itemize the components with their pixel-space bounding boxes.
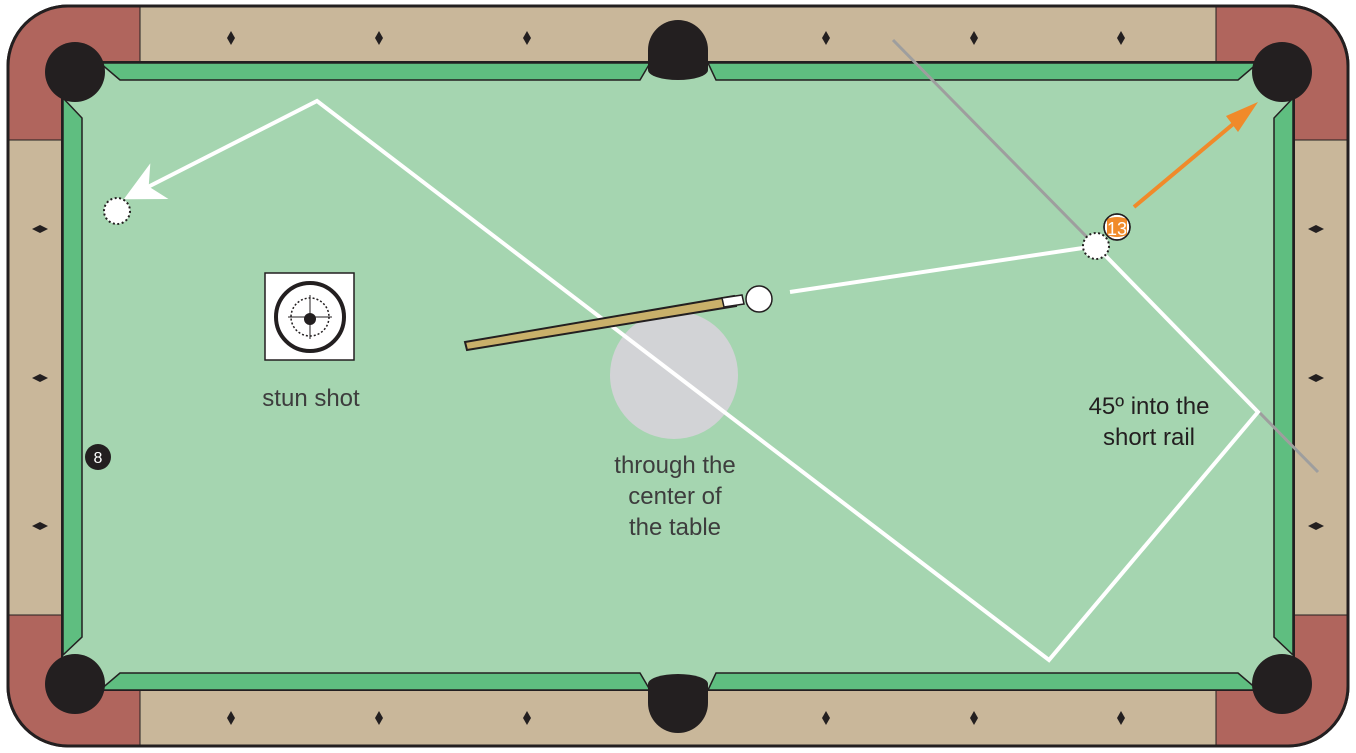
cushion-bottom-right xyxy=(708,673,1258,690)
pocket-top-right xyxy=(1252,42,1312,102)
object-ball-13: 13 xyxy=(1104,214,1130,240)
cushion-right xyxy=(1274,98,1293,655)
pocket-bottom-right xyxy=(1252,654,1312,714)
stun-shot-label: stun shot xyxy=(262,385,360,412)
center-label-line-1: through the xyxy=(614,452,735,479)
rail-label-line-1: 45º into the xyxy=(1089,393,1210,420)
cue-tip-target-icon xyxy=(265,273,354,360)
eight-ball-number: 8 xyxy=(94,450,103,467)
cushion-left xyxy=(63,98,82,655)
pocket-top-left xyxy=(45,42,105,102)
pocket-bottom-side xyxy=(648,674,708,733)
final-cue-ball-position xyxy=(104,198,130,224)
rail-label-line-2: short rail xyxy=(1103,424,1195,451)
center-label: through the center of the table xyxy=(614,452,735,541)
cushion-bottom-left xyxy=(100,673,650,690)
pocket-top-side xyxy=(648,20,708,80)
eight-ball: 8 xyxy=(85,444,111,470)
pocket-bottom-left xyxy=(45,654,105,714)
cue-ball xyxy=(746,286,772,312)
object-ball-number: 13 xyxy=(1107,219,1127,239)
ghost-cue-ball xyxy=(1083,233,1109,259)
cushion-top-right xyxy=(708,63,1258,80)
center-label-line-3: the table xyxy=(629,514,721,541)
center-label-line-2: center of xyxy=(628,483,722,510)
cushion-top-left xyxy=(100,63,650,80)
